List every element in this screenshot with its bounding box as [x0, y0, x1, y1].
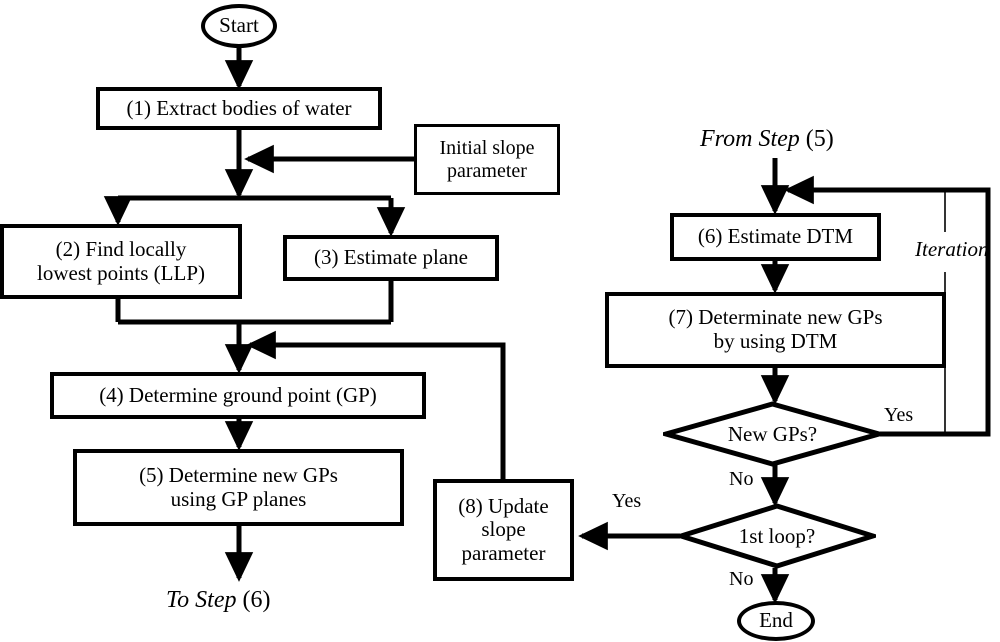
node-end-label: End	[759, 608, 793, 633]
node-step6-label: (6) Estimate DTM	[697, 224, 854, 249]
node-step5-line2: using GP planes	[170, 486, 307, 511]
node-step2-line1: (2) Find locally	[55, 236, 187, 261]
label-first-loop-yes: Yes	[612, 490, 641, 513]
node-decision-first-loop[interactable]: 1st loop?	[672, 503, 882, 569]
node-step4-label: (4) Determine ground point (GP)	[99, 382, 377, 407]
node-step6[interactable]: (6) Estimate DTM	[670, 213, 881, 261]
node-step7-line1: (7) Determinate new GPs	[668, 305, 883, 330]
node-step5[interactable]: (5) Determine new GPs using GP planes	[73, 449, 404, 526]
decision-new-gps-shape	[656, 401, 889, 467]
node-end[interactable]: End	[737, 601, 815, 641]
label-new-gps-no-text: No	[729, 468, 754, 490]
node-step2-line2: lowest points (LLP)	[37, 260, 205, 285]
label-from-step-5-italic: From Step	[700, 126, 800, 152]
node-step8-line1: (8) Update	[458, 493, 549, 518]
node-initial-slope-parameter[interactable]: Initial slope parameter	[414, 124, 560, 195]
node-step5-line1: (5) Determine new GPs	[139, 462, 338, 487]
label-iteration: Iteration	[915, 237, 989, 262]
label-first-loop-no-text: No	[729, 568, 754, 590]
node-step1-label: (1) Extract bodies of water	[126, 95, 352, 120]
node-start[interactable]: Start	[201, 4, 277, 48]
label-from-step-5: From Step (5)	[700, 126, 834, 153]
node-decision-new-gps[interactable]: New GPs?	[656, 401, 889, 467]
node-initial-param-line2: parameter	[447, 159, 527, 182]
label-to-step-6-italic: To Step	[166, 587, 237, 613]
label-new-gps-yes: Yes	[884, 404, 913, 427]
node-step8-line3: parameter	[461, 540, 546, 565]
label-from-step-5-number: (5)	[799, 126, 834, 152]
label-new-gps-no: No	[729, 468, 753, 491]
node-step8[interactable]: (8) Update slope parameter	[433, 479, 574, 581]
node-step3[interactable]: (3) Estimate plane	[283, 235, 499, 281]
node-step4[interactable]: (4) Determine ground point (GP)	[50, 372, 426, 419]
label-to-step-6-number: (6)	[236, 587, 271, 613]
node-decision-new-gps-label: New GPs?	[727, 421, 818, 446]
node-step7-line2: by using DTM	[713, 329, 838, 353]
edge-step8-to-step4-stem	[246, 330, 506, 480]
node-decision-first-loop-label: 1st loop?	[738, 523, 816, 548]
label-new-gps-yes-text: Yes	[884, 404, 914, 426]
label-iteration-text: Iteration	[915, 237, 989, 261]
label-first-loop-yes-text: Yes	[612, 490, 642, 512]
label-to-step-6: To Step (6)	[166, 587, 270, 614]
node-step3-label: (3) Estimate plane	[314, 245, 468, 270]
node-step8-line2: slope	[481, 517, 526, 542]
node-step2[interactable]: (2) Find locally lowest points (LLP)	[0, 224, 242, 299]
decision-first-loop-shape	[672, 503, 882, 569]
edge-newgps-yes-iteration-loop	[784, 175, 991, 437]
node-start-label: Start	[219, 13, 259, 38]
node-step1[interactable]: (1) Extract bodies of water	[96, 87, 382, 130]
node-initial-param-line1: Initial slope	[439, 137, 535, 160]
label-first-loop-no: No	[729, 568, 753, 591]
node-step7[interactable]: (7) Determinate new GPs by using DTM	[605, 292, 946, 368]
